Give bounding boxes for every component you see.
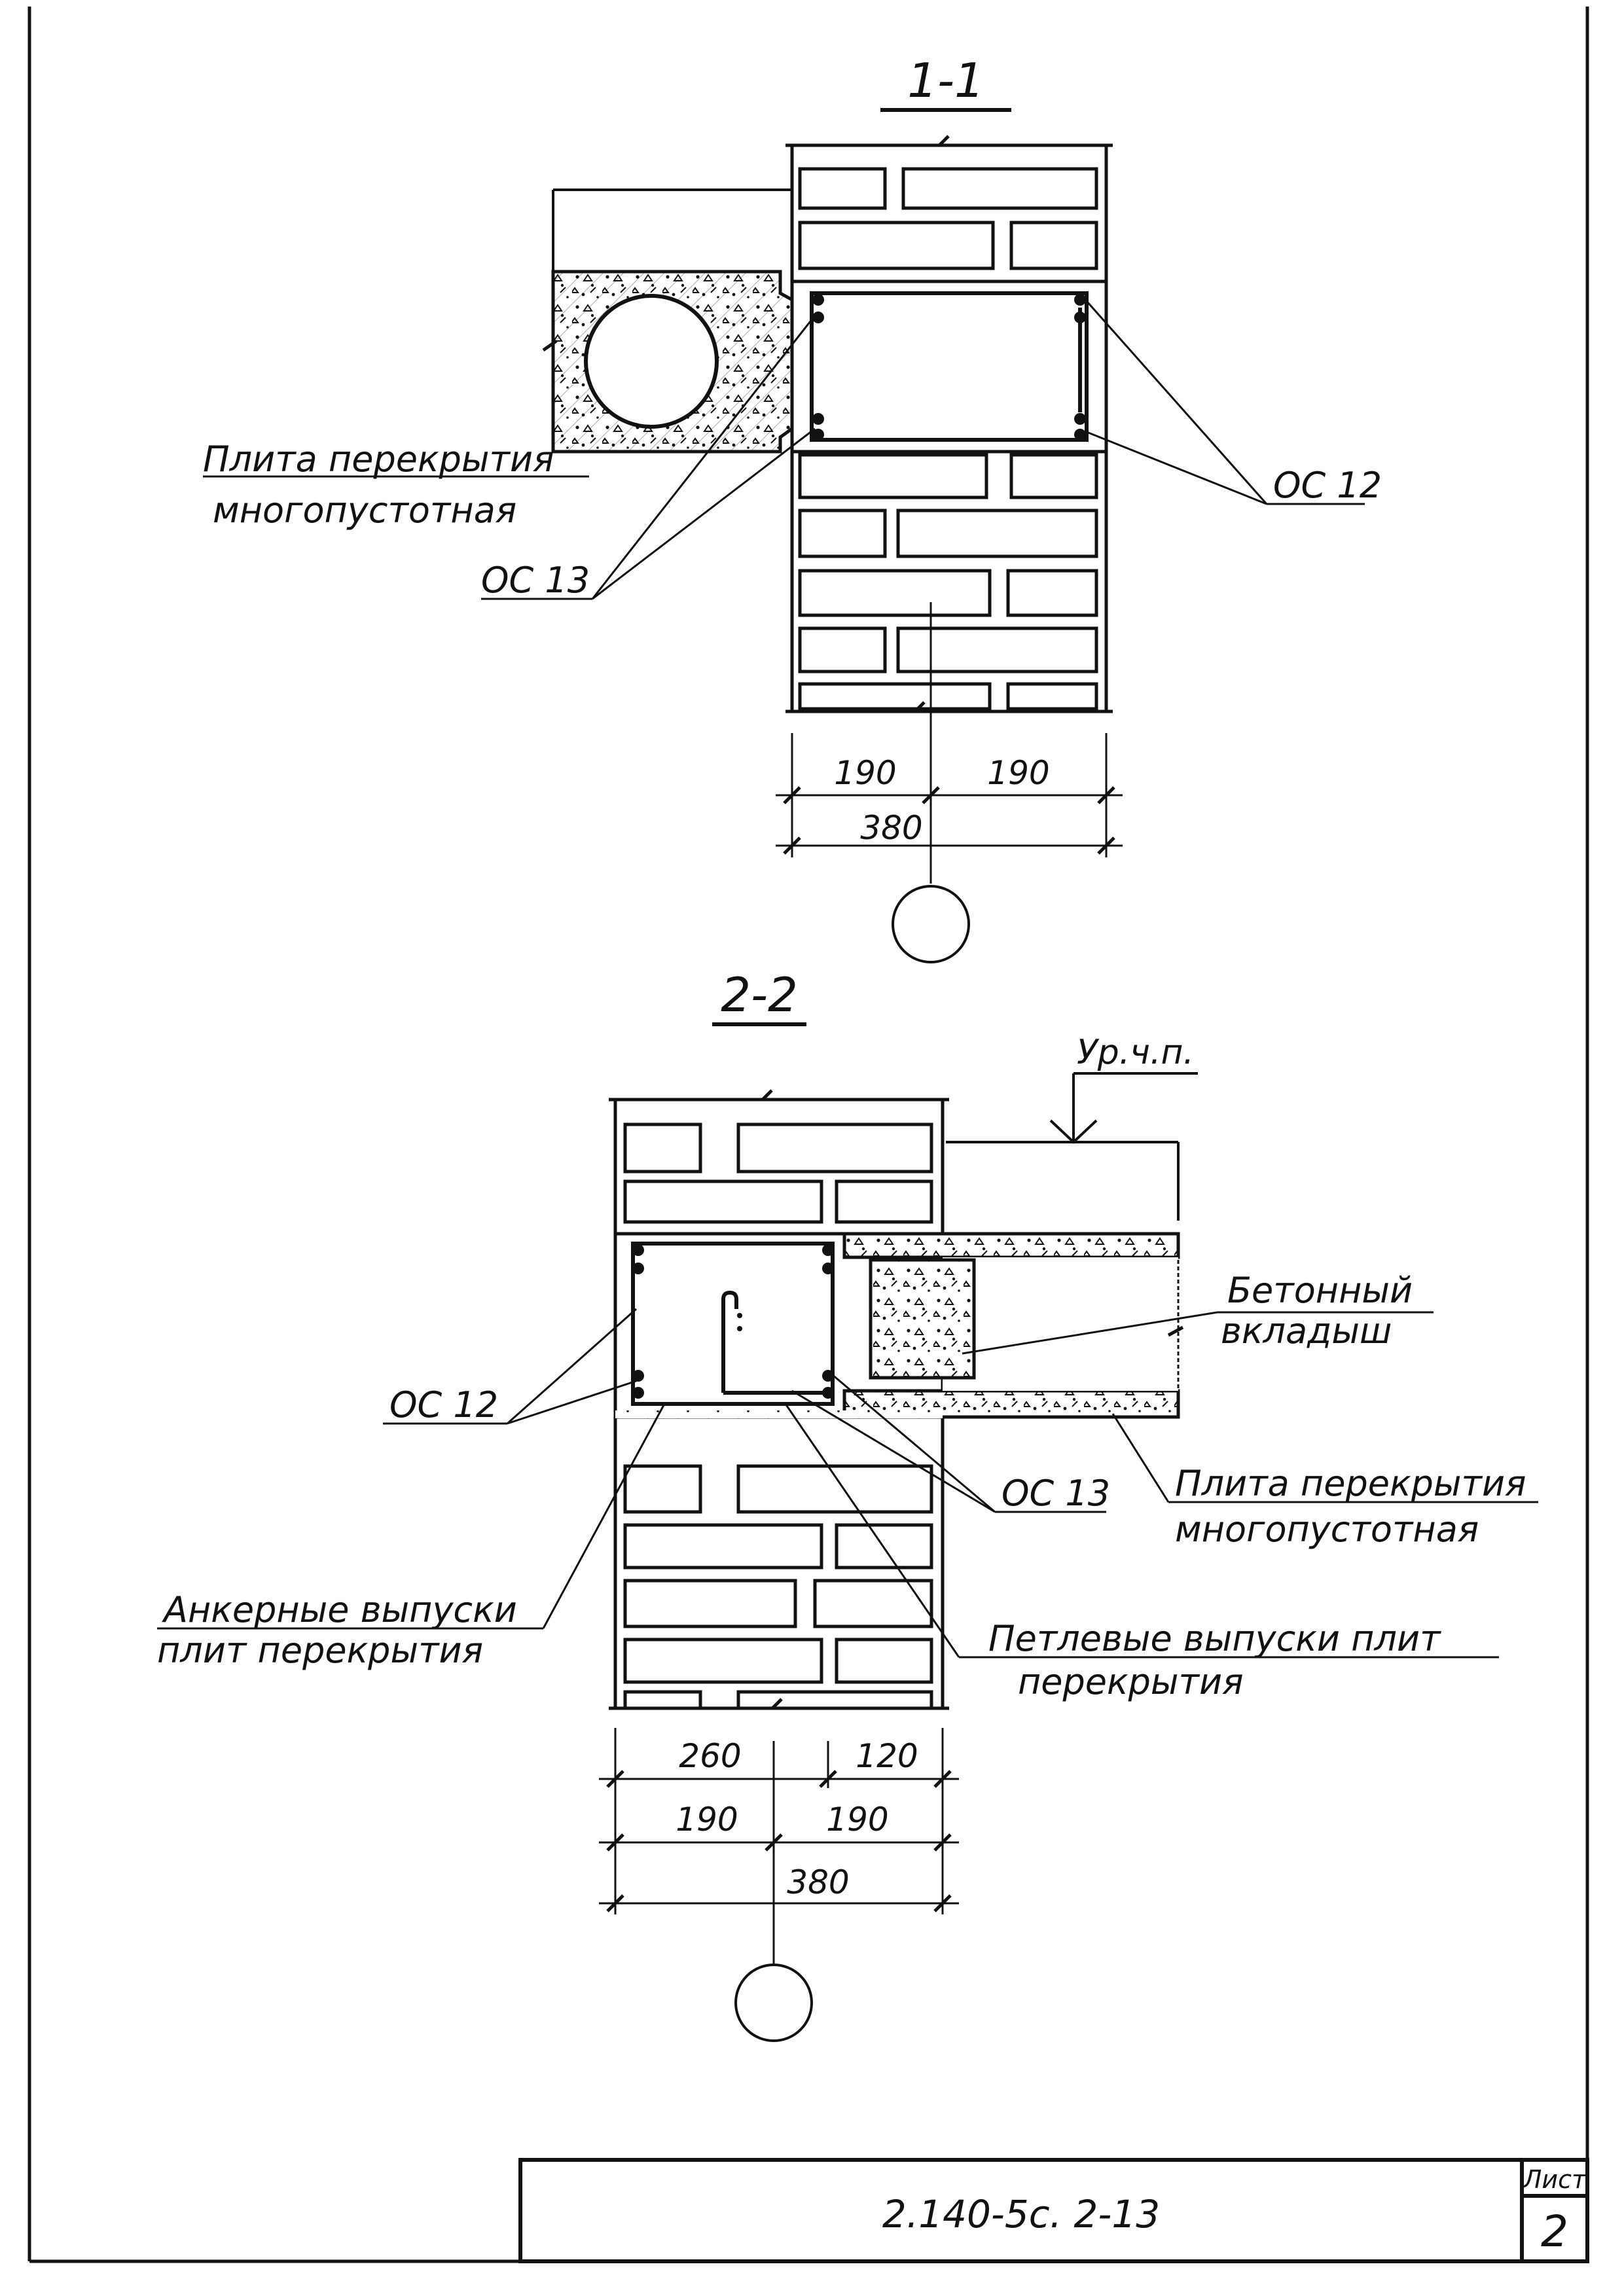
title-block <box>518 2158 1589 2263</box>
dim-1-left: 190 <box>834 754 896 792</box>
axis-marker-1 <box>892 885 970 963</box>
section-2-title: 2-2 <box>721 967 798 1022</box>
dimensions-1 <box>776 733 1123 857</box>
leaders-2 <box>157 1308 1538 1659</box>
dim-2-row2-left: 190 <box>676 1801 738 1839</box>
dim-2-row1-left: 260 <box>679 1737 741 1775</box>
loop-outlets-label-line2: перекрытия <box>1018 1661 1244 1702</box>
concrete-insert <box>869 1258 976 1380</box>
slab-void-1 <box>584 294 719 429</box>
sheet-number: 2 <box>1541 2206 1568 2257</box>
loop-outlets-label-line1: Петлевые выпуски плит <box>988 1618 1441 1659</box>
dim-1-total: 380 <box>860 809 922 847</box>
anchor-outlets-label-line1: Анкерные выпуски <box>162 1589 517 1630</box>
concrete-insert-label-line2: вкладыш <box>1221 1310 1392 1352</box>
section-1-title: 1-1 <box>907 53 984 108</box>
dim-2-row2-right: 190 <box>826 1801 888 1839</box>
dimensions-2 <box>599 1728 959 1964</box>
dim-2-row1-right: 120 <box>856 1737 918 1775</box>
oc13-label-1: ОС 13 <box>481 560 590 601</box>
oc12-label-2: ОС 12 <box>389 1384 498 1426</box>
slab-label-1-line2: многопустотная <box>213 490 516 531</box>
slab-label-1-line1: Плита перекрытия <box>203 439 554 480</box>
slab-label-2-line2: многопустотная <box>1175 1509 1479 1550</box>
section-1-1: 1-1 <box>203 53 1382 963</box>
axis-marker-2 <box>734 1964 813 2042</box>
anchor-hook <box>721 1290 738 1393</box>
concrete-insert-label-line1: Бетонный <box>1227 1270 1413 1311</box>
floor-level-mark <box>946 1072 1198 1221</box>
oc12-label-1: ОС 12 <box>1273 465 1382 506</box>
anchor-outlets-label-line2: плит перекрытия <box>157 1630 483 1671</box>
oc13-label-2: ОС 13 <box>1001 1473 1110 1514</box>
level-mark-label: Ур.ч.п. <box>1077 1033 1194 1072</box>
dim-2-total: 380 <box>787 1863 849 1901</box>
slab-label-2-line1: Плита перекрытия <box>1175 1463 1526 1504</box>
dim-1-right: 190 <box>987 754 1049 792</box>
leaders-1 <box>203 300 1365 600</box>
section-2-2: 2-2 Ур.ч.п. <box>157 967 1538 2042</box>
reinforcement-cage-1 <box>790 279 1108 454</box>
hollow-core-slab-1 <box>542 188 794 454</box>
sheet-label: Лист <box>1522 2165 1587 2194</box>
document-code: 2.140-5с. 2-13 <box>882 2192 1160 2236</box>
